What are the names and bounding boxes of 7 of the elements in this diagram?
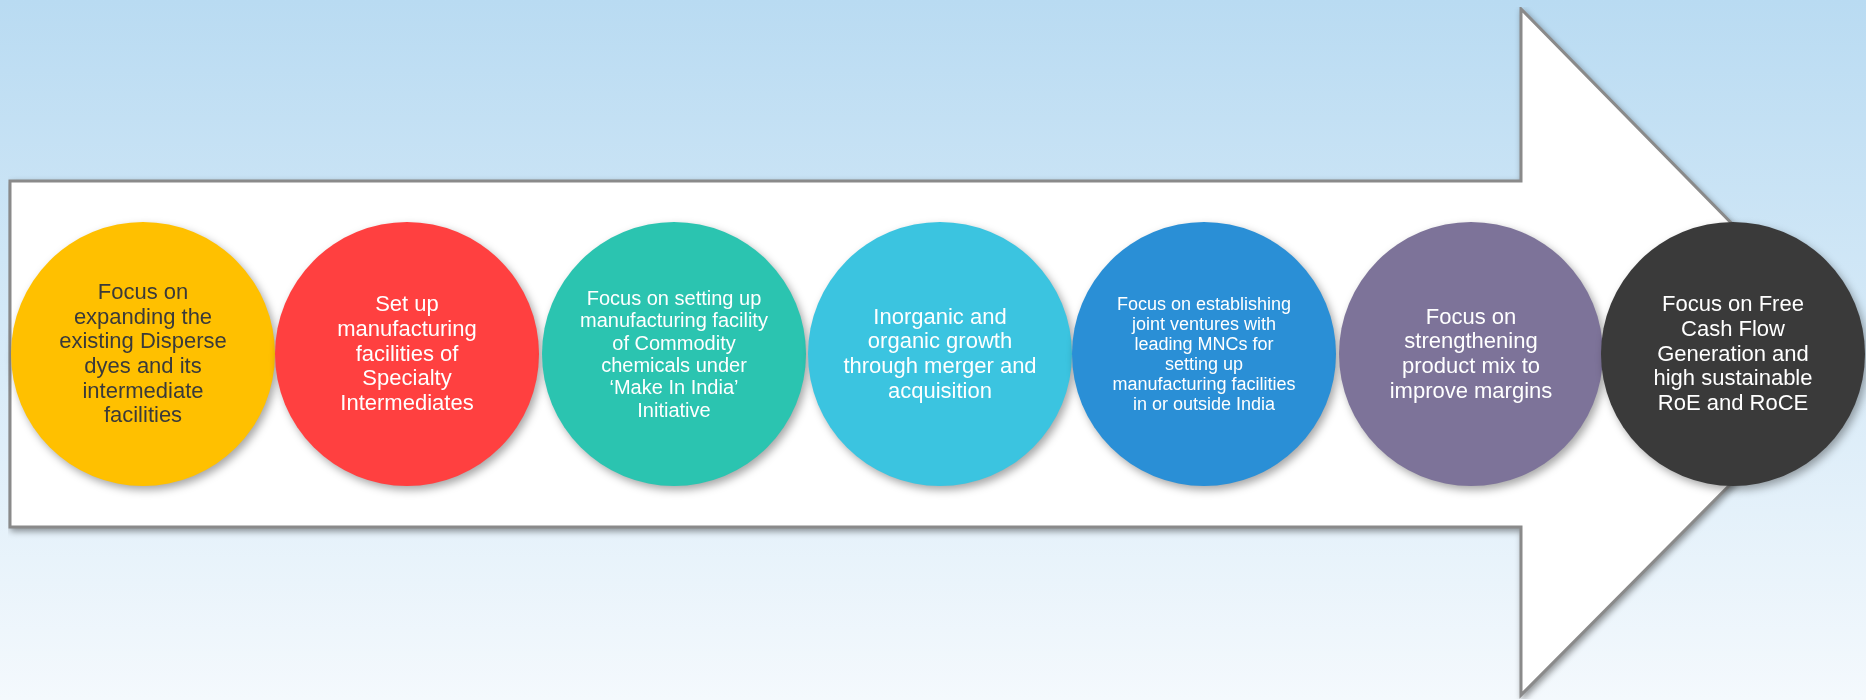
goal-text: Focus on establishing joint ventures with leading MNCs for setting up manufacturing facilities in or outside India xyxy=(1111,293,1297,415)
goal-text: Focus on strengthening product mix to improve margins xyxy=(1388,304,1554,404)
goal-text: Set up manufacturing facilities of Specialty Intermediates xyxy=(336,292,478,416)
goal-text: Focus on setting up manufacturing facility of Commodity chemicals under ‘Make In India’ Initiative xyxy=(579,286,769,422)
goal-text: Focus on expanding the existing Disperse dyes and its intermediate facilities xyxy=(58,280,228,428)
goal-text: Inorganic and organic growth through merger and acquisition xyxy=(842,304,1038,404)
goal-text: Focus on Free Cash Flow Generation and high sustainable RoE and RoCE xyxy=(1652,292,1814,416)
